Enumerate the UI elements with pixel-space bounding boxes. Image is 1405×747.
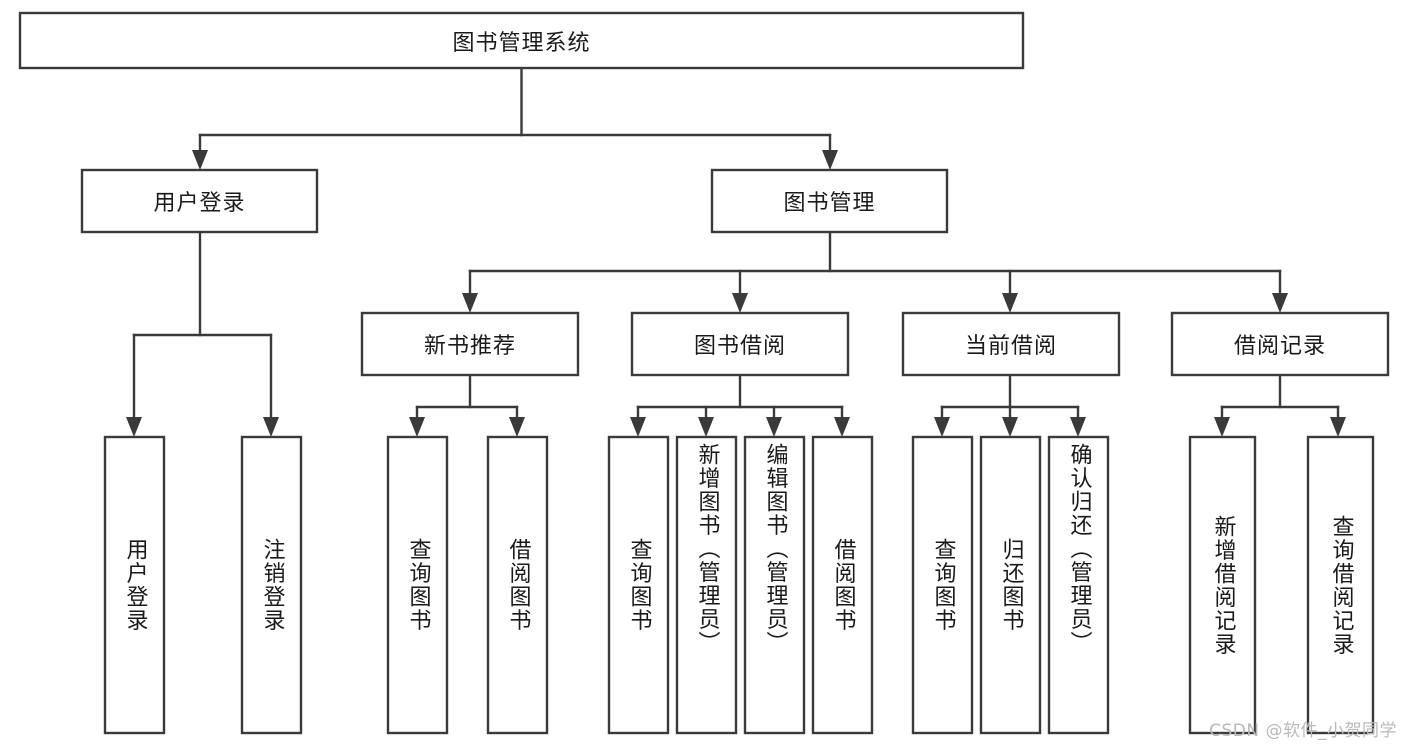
arrow-book-manage-icon bbox=[822, 150, 838, 170]
node-leaf-borrow-book-1[interactable] bbox=[486, 435, 549, 735]
node-leaf-query-book-3[interactable] bbox=[911, 435, 974, 735]
node-leaf-add-book[interactable] bbox=[675, 435, 738, 735]
arrow-leaf-borrow-book-2-icon bbox=[834, 417, 850, 437]
arrow-borrow-record-icon bbox=[1272, 293, 1288, 313]
arrow-leaf-user-login-icon bbox=[126, 417, 142, 437]
arrow-leaf-query-book-1-icon bbox=[409, 417, 425, 437]
node-leaf-confirm-return[interactable] bbox=[1047, 435, 1110, 735]
node-book-manage[interactable] bbox=[710, 168, 949, 234]
connector-borrowrecord-to-leaves bbox=[1214, 373, 1346, 437]
node-current-borrow[interactable] bbox=[901, 311, 1121, 377]
arrow-leaf-confirm-return-icon bbox=[1070, 417, 1086, 437]
connector-newbook-to-leaves bbox=[409, 373, 525, 437]
connector-root-to-level2 bbox=[192, 66, 838, 170]
node-leaf-add-record[interactable] bbox=[1188, 435, 1257, 735]
connector-userlogin-to-leaves bbox=[126, 230, 279, 437]
node-user-login[interactable] bbox=[80, 168, 319, 234]
arrow-leaf-logout-login-icon bbox=[263, 417, 279, 437]
arrow-book-borrow-icon bbox=[732, 293, 748, 313]
arrow-leaf-query-record-icon bbox=[1330, 417, 1346, 437]
node-leaf-borrow-book-2[interactable] bbox=[811, 435, 874, 735]
node-leaf-query-record[interactable] bbox=[1306, 435, 1375, 735]
arrow-leaf-return-book-icon bbox=[1002, 417, 1018, 437]
arrow-leaf-borrow-book-1-icon bbox=[509, 417, 525, 437]
node-leaf-return-book[interactable] bbox=[979, 435, 1042, 735]
node-book-borrow[interactable] bbox=[630, 311, 850, 377]
node-leaf-query-book-2[interactable] bbox=[607, 435, 670, 735]
connector-bookborrow-to-leaves bbox=[630, 373, 850, 437]
node-root-book-management-system[interactable] bbox=[18, 11, 1025, 70]
arrow-leaf-add-book-icon bbox=[698, 417, 714, 437]
arrow-leaf-add-record-icon bbox=[1214, 417, 1230, 437]
node-borrow-record[interactable] bbox=[1170, 311, 1390, 377]
node-leaf-query-book-1[interactable] bbox=[386, 435, 449, 735]
arrow-user-login-icon bbox=[192, 150, 208, 170]
node-new-book-recommend[interactable] bbox=[360, 311, 580, 377]
connector-bookmanage-to-level3 bbox=[462, 230, 1288, 313]
arrow-current-borrow-icon bbox=[1002, 293, 1018, 313]
arrow-leaf-edit-book-icon bbox=[766, 417, 782, 437]
arrow-leaf-query-book-3-icon bbox=[934, 417, 950, 437]
node-leaf-logout-login[interactable] bbox=[240, 435, 303, 735]
node-leaf-edit-book[interactable] bbox=[743, 435, 806, 735]
arrow-leaf-query-book-2-icon bbox=[630, 417, 646, 437]
node-leaf-user-login[interactable] bbox=[103, 435, 166, 735]
arrow-new-book-recommend-icon bbox=[462, 293, 478, 313]
connector-currentborrow-to-leaves bbox=[934, 373, 1086, 437]
